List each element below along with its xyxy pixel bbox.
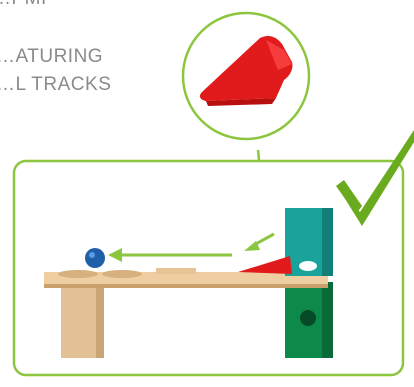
blue-ball — [85, 248, 105, 268]
green-block-hole — [300, 310, 316, 326]
